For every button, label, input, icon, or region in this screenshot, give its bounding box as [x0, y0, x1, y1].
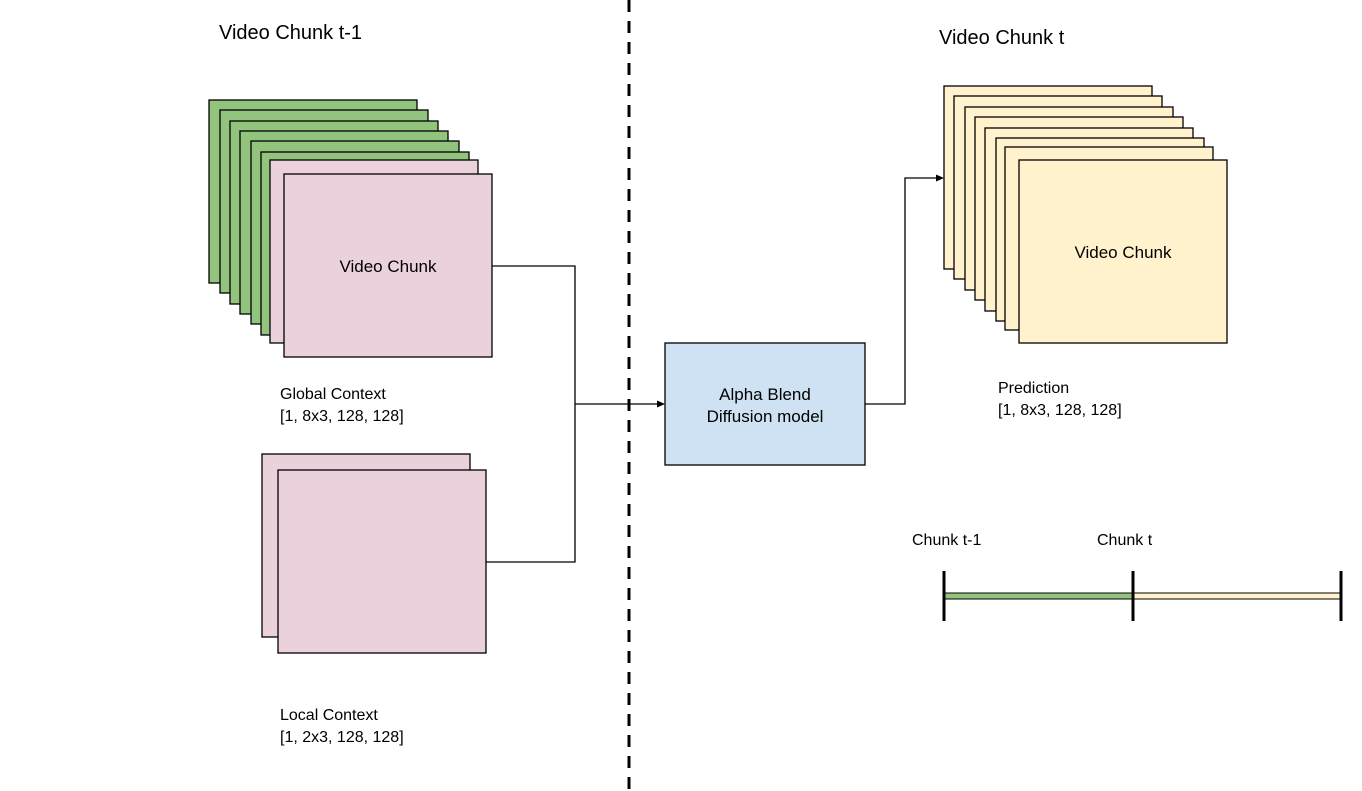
global-frame-pink: [283, 173, 493, 358]
local-context-name: Local Context: [280, 707, 378, 724]
input-connector: [486, 265, 658, 563]
timeline-segment-prev: [943, 592, 1134, 600]
prediction-shape: [1, 8x3, 128, 128]: [998, 402, 1122, 419]
title-video-chunk-curr: Video Chunk t: [939, 27, 1065, 49]
local-context-shape: [1, 2x3, 128, 128]: [280, 729, 404, 746]
model-label-line1: Alpha Blend: [719, 385, 811, 404]
arrowhead-to-prediction: [936, 174, 944, 182]
timeline-label-curr: Chunk t: [1097, 532, 1153, 549]
model-label-line2: Diffusion model: [707, 407, 824, 426]
diffusion-model-box: [664, 342, 866, 466]
prediction-frame: [1018, 159, 1228, 344]
output-connector: [865, 177, 937, 405]
global-frame-label: Video Chunk: [339, 257, 437, 276]
local-context-stack: [261, 453, 487, 654]
prediction-frame-label: Video Chunk: [1074, 243, 1172, 262]
arrowhead-to-model: [657, 400, 665, 408]
prediction-name: Prediction: [998, 380, 1069, 397]
global-context-name: Global Context: [280, 386, 386, 403]
local-frame: [277, 469, 487, 654]
global-context-stack: [208, 99, 493, 358]
global-context-shape: [1, 8x3, 128, 128]: [280, 408, 404, 425]
timeline-label-prev: Chunk t-1: [912, 532, 981, 549]
title-video-chunk-prev: Video Chunk t-1: [219, 22, 362, 44]
prediction-stack: [943, 85, 1228, 344]
timeline-segment-curr: [1132, 592, 1342, 600]
